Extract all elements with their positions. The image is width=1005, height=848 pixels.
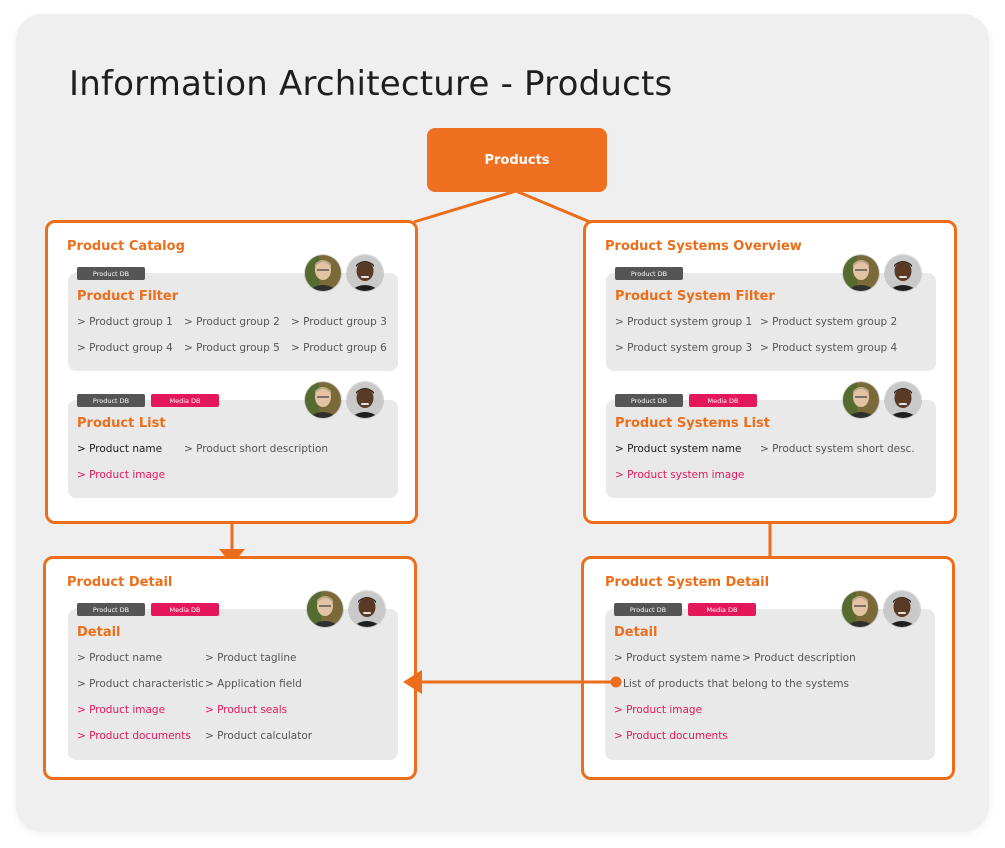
list-item: > Product group 5 [184,342,280,354]
product-system-detail-card: Product System Detail Product DB Media D… [581,556,955,780]
product-db-tag: Product DB [77,267,145,280]
connector-root-systems [515,189,591,224]
list-item: > Product documents [614,730,728,742]
product-db-tag: Product DB [77,394,145,407]
product-detail-card: Product Detail Product DB Media DB Detai… [43,556,417,780]
section-title: Detail [614,625,658,640]
product-db-tag: Product DB [614,603,682,616]
card-title: Product Catalog [67,239,185,254]
list-item: > Product system short desc. [760,443,915,455]
connector-root-catalog [413,189,517,224]
section-title: Product List [77,416,166,431]
list-item: > Product group 1 [77,316,173,328]
media-db-tag: Media DB [151,603,219,616]
list-item: > Product group 2 [184,316,280,328]
product-db-tag: Product DB [615,394,683,407]
section-title: Detail [77,625,121,640]
list-item: > Product seals [205,704,288,716]
list-item: > Product tagline [205,652,297,664]
product-catalog-card: Product Catalog Product DB Product Filte… [45,220,418,524]
product-db-tag: Product DB [77,603,145,616]
detail-section: Product DB Media DB Detail > Product nam… [68,609,398,760]
card-title: Product System Detail [605,575,770,590]
media-db-tag: Media DB [688,603,756,616]
list-item: > Product short description [184,443,329,455]
list-item: > Product image [614,704,703,716]
list-item: > Product name [77,652,163,664]
list-item: > Product system name [615,443,742,455]
list-item: > Product characteristic [77,678,204,690]
list-item: > Product image [77,704,166,716]
list-item: > Product system name [614,652,741,664]
card-title: Product Systems Overview [605,239,802,254]
product-filter-section: Product DB Product Filter > Product grou… [68,273,398,371]
list-item: > Product description [742,652,856,664]
system-detail-section: Product DB Media DB Detail > Product sys… [605,609,935,760]
product-list-section: Product DB Media DB Product List > Produ… [68,400,398,498]
list-item: > Product calculator [205,730,313,742]
list-item: > Product system group 3 [615,342,753,354]
product-db-tag: Product DB [615,267,683,280]
list-item: > Product system group 1 [615,316,753,328]
arrow-system-detail-to-product-detail [403,670,622,694]
section-title: Product Systems List [615,416,770,431]
media-db-tag: Media DB [151,394,219,407]
product-systems-overview-card: Product Systems Overview Product DB Prod… [583,220,957,524]
page-title: Information Architecture - Products [69,64,673,104]
product-systems-list-section: Product DB Media DB Product Systems List… [606,400,936,498]
section-title: Product System Filter [615,289,775,304]
list-item: > Product system image [615,469,745,481]
list-item: List of products that belong to the syst… [623,678,850,690]
card-title: Product Detail [67,575,173,590]
list-item: > Product documents [77,730,191,742]
list-item: > Application field [205,678,302,690]
list-item: > Product group 6 [291,342,387,354]
products-root-node: Products [427,128,607,192]
list-item: > Product name [77,443,163,455]
list-item: > Product system group 4 [760,342,898,354]
list-item: > Product system group 2 [760,316,898,328]
list-item: > Product image [77,469,166,481]
section-title: Product Filter [77,289,179,304]
product-system-filter-section: Product DB Product System Filter > Produ… [606,273,936,371]
list-item: > Product group 4 [77,342,173,354]
list-item: > Product group 3 [291,316,387,328]
media-db-tag: Media DB [689,394,757,407]
